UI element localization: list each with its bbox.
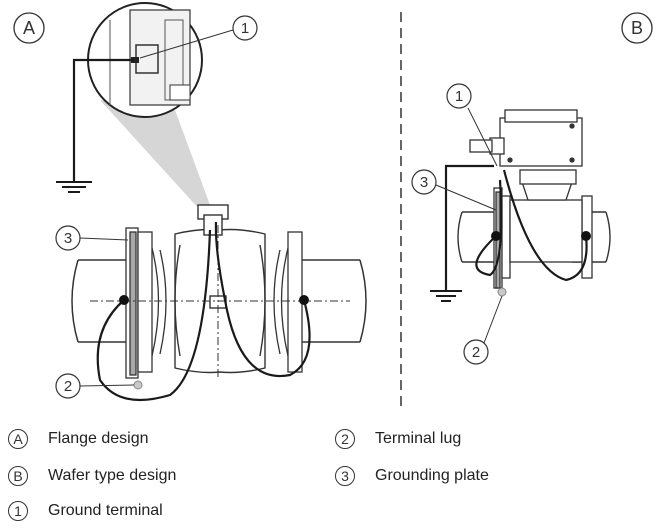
legend-item-grounding-plate: 3 Grounding plate xyxy=(335,463,489,489)
legend-item-wafer-type-design: B Wafer type design xyxy=(8,463,176,489)
legend: A Flange design 2 Terminal lug B Wafer t… xyxy=(0,418,659,529)
callout-b-grounding-plate: 3 xyxy=(411,169,497,211)
ground-symbol-a xyxy=(56,181,92,193)
meter-body-a xyxy=(174,204,266,374)
callout-b-terminal-lug: 2 xyxy=(463,295,503,365)
grounding-plate-a xyxy=(129,231,137,376)
meter-body-b xyxy=(509,169,583,263)
legend-key-badge: 3 xyxy=(335,466,355,486)
panel-a-flange-design: A 1 xyxy=(13,2,367,402)
legend-item-label: Terminal lug xyxy=(375,430,462,447)
pipe-left-b xyxy=(457,211,498,263)
legend-item-terminal-lug: 2 Terminal lug xyxy=(335,426,461,452)
ground-wire-a xyxy=(72,58,134,181)
ground-wire-b xyxy=(444,164,494,290)
callout-a-ground-terminal: 1 xyxy=(139,15,258,59)
legend-item-flange-design: A Flange design xyxy=(8,426,149,452)
legend-item-label: Ground terminal xyxy=(48,502,163,519)
svg-text:3: 3 xyxy=(64,230,72,247)
zoom-cone xyxy=(100,100,210,210)
legend-item-ground-terminal: 1 Ground terminal xyxy=(8,498,163,524)
pipe-right-a xyxy=(302,259,367,343)
panel-b-marker-label: B xyxy=(631,18,643,38)
terminal-point-right-b xyxy=(581,231,591,241)
svg-text:3: 3 xyxy=(420,174,428,191)
ground-symbol-b xyxy=(430,290,462,302)
left-flange-a xyxy=(125,227,167,379)
callout-b-ground-terminal: 1 xyxy=(446,83,498,167)
svg-text:1: 1 xyxy=(455,88,463,105)
callout-a-grounding-plate: 3 xyxy=(55,225,129,251)
legend-key-badge: B xyxy=(8,466,28,486)
svg-text:2: 2 xyxy=(64,378,72,395)
ground-cable-right-a xyxy=(214,221,311,378)
legend-item-label: Grounding plate xyxy=(375,467,489,484)
legend-key-badge: 1 xyxy=(8,501,28,521)
terminal-point-left-a xyxy=(119,295,129,305)
terminal-lug-b xyxy=(497,287,507,297)
svg-text:1: 1 xyxy=(241,20,249,37)
panel-a-marker-label: A xyxy=(23,18,35,38)
panel-a-marker: A xyxy=(13,12,45,44)
ground-cable-left-a xyxy=(96,229,212,402)
ground-cable-right-b xyxy=(502,169,588,282)
ground-cable-left-b xyxy=(475,179,503,277)
right-flange-a xyxy=(273,231,303,373)
panel-b-marker: B xyxy=(621,12,653,44)
legend-item-label: Wafer type design xyxy=(48,467,177,484)
svg-text:2: 2 xyxy=(472,344,480,361)
terminal-lug-a xyxy=(133,380,143,390)
legend-key-badge: 2 xyxy=(335,429,355,449)
zoom-detail xyxy=(87,2,203,118)
grounding-diagram: A 1 xyxy=(13,2,653,408)
transmitter-head-b xyxy=(469,109,583,167)
terminal-point-right-a xyxy=(299,295,309,305)
legend-item-label: Flange design xyxy=(48,430,149,447)
callout-a-terminal-lug: 2 xyxy=(55,373,135,399)
legend-key-badge: A xyxy=(8,429,28,449)
terminal-point-left-b xyxy=(491,231,501,241)
panel-b-wafer-design: B xyxy=(411,12,653,365)
